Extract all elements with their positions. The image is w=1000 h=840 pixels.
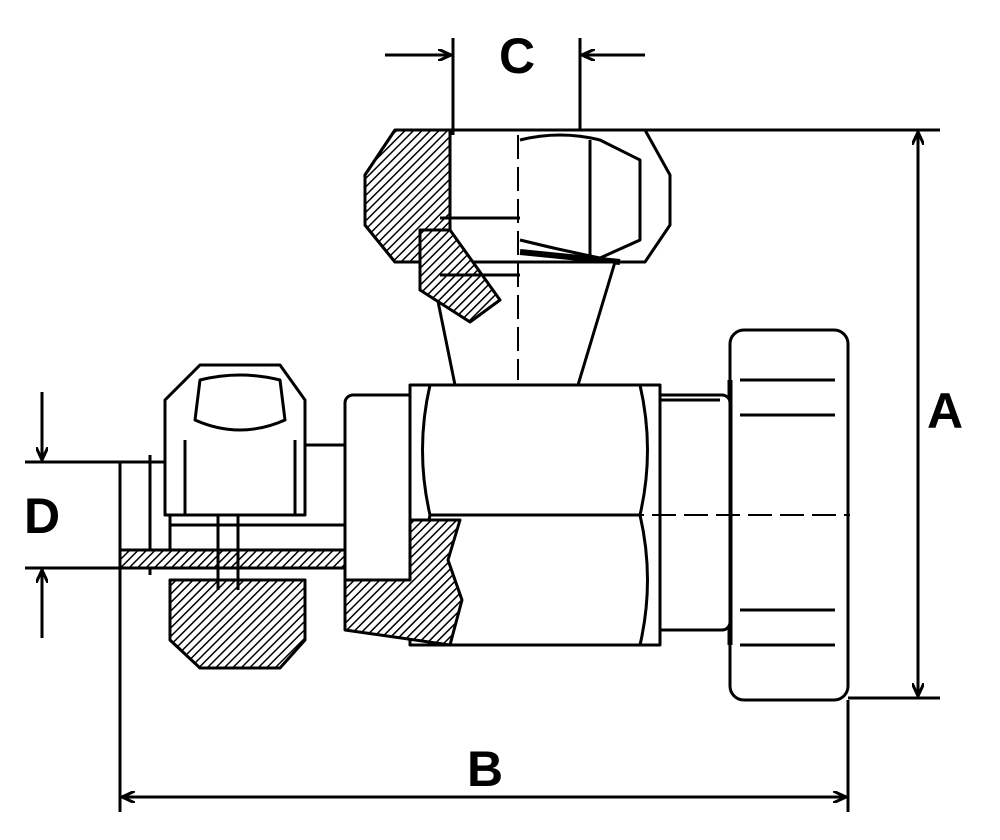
label-a: A <box>927 383 963 439</box>
label-b: B <box>467 741 503 797</box>
dimension-c <box>385 38 645 135</box>
label-d: D <box>24 488 60 544</box>
dimension-a <box>580 128 940 700</box>
dimension-b <box>118 568 850 812</box>
center-lines <box>460 135 850 516</box>
label-c: C <box>499 28 535 84</box>
stem-cone <box>418 216 617 387</box>
left-nut <box>163 363 307 670</box>
dimension-d <box>25 392 125 638</box>
